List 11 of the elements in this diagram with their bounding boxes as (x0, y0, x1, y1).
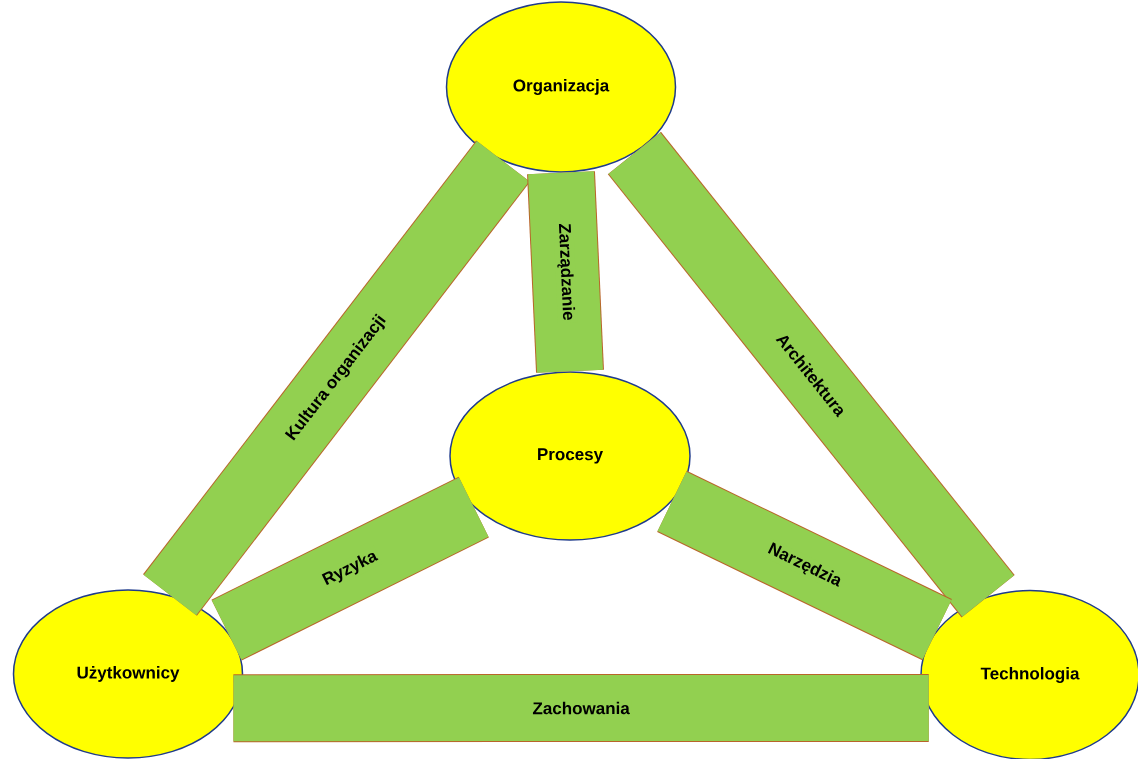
band-connector (607, 131, 1015, 618)
edge-label: Zachowania (532, 701, 630, 715)
ellipse-node: Organizacja (445, 1, 677, 173)
band-connector (233, 673, 929, 743)
band-connector (657, 470, 952, 661)
ellipse-node: Użytkownicy (12, 589, 244, 759)
edge-label: Zarządzanie (557, 224, 576, 320)
ellipse-node: Technologia (920, 589, 1138, 759)
ellipse-node: Procesy (449, 371, 691, 541)
band-connector (527, 171, 604, 373)
band-connector (211, 476, 489, 661)
